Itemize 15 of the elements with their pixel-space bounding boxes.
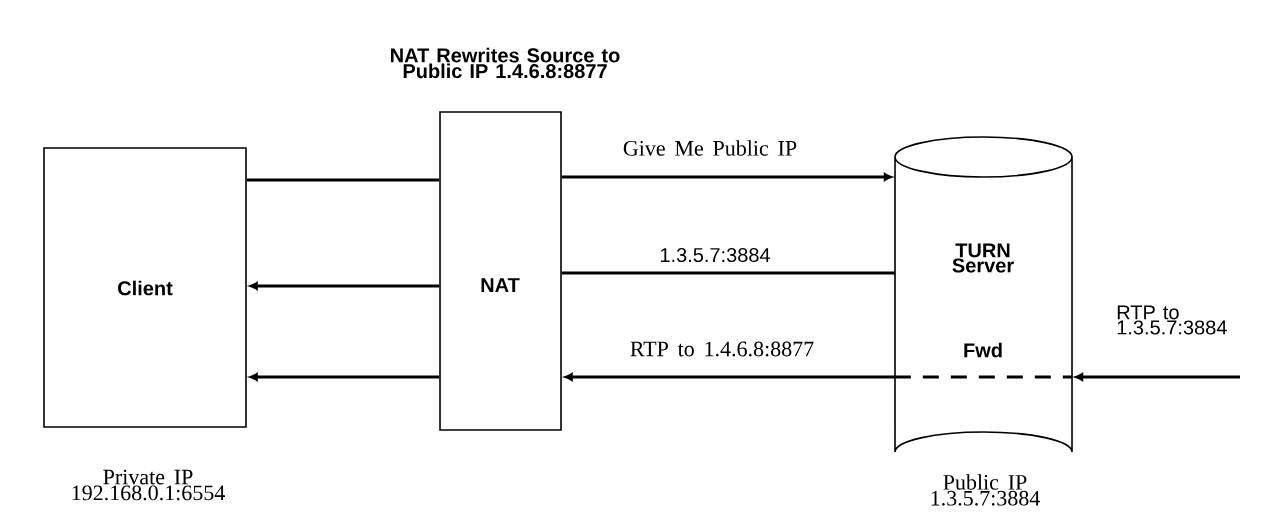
heading: NAT Rewrites Source to Public IP 1.4.6.8:8877 (391, 47, 620, 79)
server-cylinder: TURN Server Fwd (894, 136, 1073, 453)
address-label: Public IP 1.3.5.7:3884 (931, 474, 1040, 506)
arrow (561, 173, 893, 181)
device-box: NAT (439, 111, 562, 431)
edge-label: RTP to 1.3.5.7:3884 (1117, 305, 1227, 335)
device-box: Client (43, 147, 247, 428)
arrow (564, 373, 895, 381)
edge-label: RTP to 1.4.6.8:8877 (630, 341, 814, 357)
arrow (249, 373, 440, 381)
arrow (1074, 373, 1240, 381)
address-label: Private IP 192.168.0.1:6554 (72, 469, 225, 501)
edge-label: 1.3.5.7:3884 (660, 247, 770, 263)
arrow (249, 282, 440, 290)
edge-label: Give Me Public IP (623, 140, 797, 156)
